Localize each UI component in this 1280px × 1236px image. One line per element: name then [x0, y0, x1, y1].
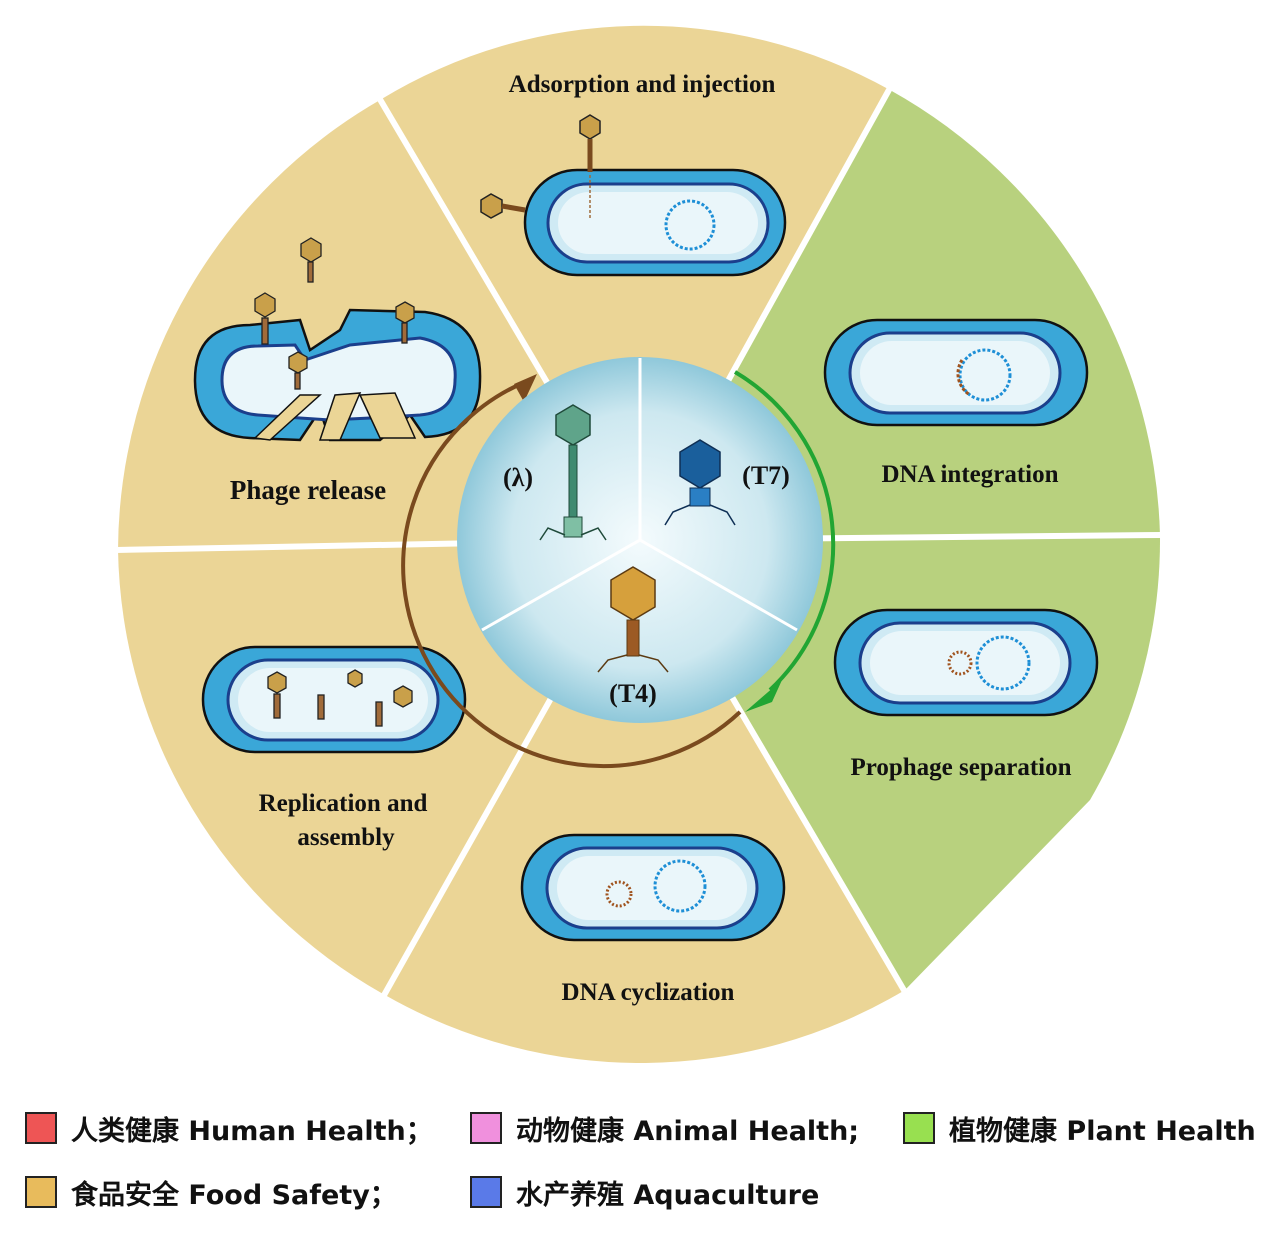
- label-cyclization: DNA cyclization: [562, 979, 735, 1006]
- legend-item-food-safety: 食品安全 Food Safety；: [25, 1172, 397, 1212]
- phage-lifecycle-diagram: (λ) (T7) (T4) Adsorption and injection D…: [118, 25, 1161, 1063]
- cell-cyclization: [520, 833, 786, 942]
- legend-item-human-health: 人类健康 Human Health；: [25, 1108, 433, 1148]
- lambda-label: (λ): [503, 463, 533, 492]
- legend: 人类健康 Human Health； 动物健康 Animal Health; 植…: [0, 1090, 1280, 1230]
- t4-phage-icon: [597, 566, 669, 673]
- legend-swatch-pink: [470, 1112, 502, 1144]
- legend-label: 人类健康 Human Health；: [71, 1115, 433, 1147]
- legend-swatch-red: [25, 1112, 57, 1144]
- cell-release: [193, 237, 482, 442]
- lambda-phage-icon: [539, 404, 607, 541]
- new-phages-icon: [267, 669, 413, 727]
- legend-label: 水产养殖 Aquaculture: [516, 1179, 820, 1211]
- label-replication-line1: Replication and: [259, 790, 428, 817]
- label-separation: Prophage separation: [850, 754, 1071, 781]
- lysogenic-arrowhead: [745, 680, 782, 712]
- label-adsorption: Adsorption and injection: [509, 71, 776, 98]
- legend-label: 食品安全 Food Safety；: [71, 1179, 397, 1211]
- t7-phage-icon: [664, 439, 736, 526]
- segment-adsorption: [380, 25, 890, 540]
- legend-item-animal-health: 动物健康 Animal Health;: [470, 1108, 859, 1148]
- center-hub: (λ) (T7) (T4): [457, 357, 823, 723]
- legend-item-aquaculture: 水产养殖 Aquaculture: [470, 1172, 819, 1212]
- cell-adsorption: [480, 114, 787, 277]
- cell-wall-fragments: [253, 392, 417, 441]
- lysogenic-cycle-arrow: [733, 370, 836, 692]
- lytic-cycle-arrow: [401, 378, 742, 769]
- t7-label: (T7): [742, 461, 790, 490]
- cell-separation: [833, 608, 1099, 717]
- legend-item-plant-health: 植物健康 Plant Health: [903, 1108, 1256, 1148]
- legend-swatch-orange: [25, 1176, 57, 1208]
- label-release: Phage release: [230, 475, 386, 505]
- legend-swatch-green: [903, 1112, 935, 1144]
- t4-label: (T4): [609, 679, 657, 708]
- cell-replication: [201, 645, 467, 754]
- released-phages-icon: [254, 237, 415, 390]
- label-replication-line2: assembly: [297, 824, 395, 851]
- phage-attaching-icon: [480, 114, 601, 220]
- legend-swatch-blue: [470, 1176, 502, 1208]
- legend-label: 动物健康 Animal Health;: [516, 1115, 860, 1147]
- cell-integration: [823, 318, 1089, 427]
- label-integration: DNA integration: [881, 461, 1058, 488]
- cycle-arrows: [401, 370, 836, 769]
- segment-cyclization: [385, 540, 905, 1063]
- lytic-arrowhead: [514, 374, 537, 402]
- legend-label: 植物健康 Plant Health: [949, 1115, 1256, 1147]
